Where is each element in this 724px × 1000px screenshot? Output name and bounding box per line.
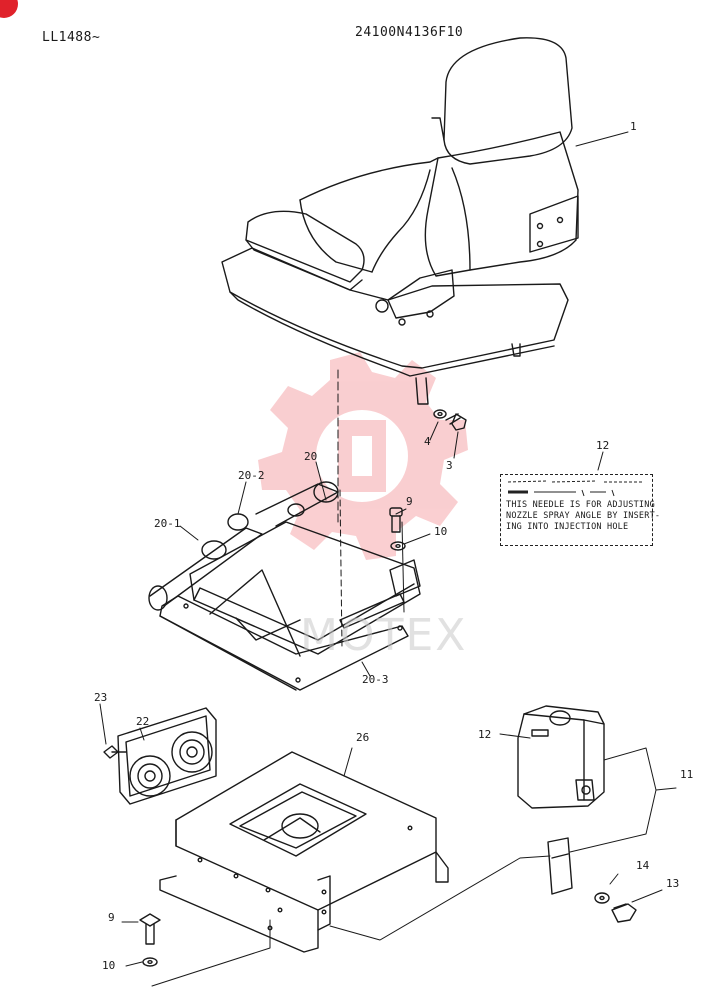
callout-22: 22 [136, 715, 150, 728]
bolt-13 [611, 903, 637, 923]
seat-suspension [148, 481, 421, 691]
callout-20-1: 20-1 [154, 517, 181, 530]
washer-14 [594, 892, 610, 904]
washer-tank [517, 705, 605, 809]
callout-9-upper: 9 [406, 495, 413, 508]
callout-14: 14 [636, 859, 650, 872]
callout-26: 26 [356, 731, 370, 744]
operator-seat [221, 37, 579, 523]
callout-11: 11 [680, 768, 694, 781]
callout-13: 13 [666, 877, 680, 890]
washer-10-upper [390, 541, 406, 551]
callout-4: 4 [424, 435, 431, 448]
bolt-9-upper [389, 507, 403, 533]
bolt-3 [445, 413, 467, 431]
tank-bracket [547, 837, 573, 895]
callout-1: 1 [630, 120, 637, 133]
callout-12-tank: 12 [478, 728, 492, 741]
decal-line-1: THIS NEEDLE IS FOR ADJUSTING [506, 500, 655, 510]
part-group-code: 24100N4136F10 [355, 25, 464, 40]
callout-12-decal: 12 [596, 439, 610, 452]
callout-20-2: 20-2 [238, 469, 265, 482]
serial-range-label: LL1488~ [42, 30, 101, 45]
washer-4 [433, 409, 447, 419]
washer-10-lower [142, 957, 158, 967]
seat-stand [159, 751, 449, 953]
callout-10-lower: 10 [102, 959, 116, 972]
bolt-9-lower [139, 913, 161, 945]
callout-20: 20 [304, 450, 318, 463]
callout-3: 3 [446, 459, 453, 472]
decal-line-3: ING INTO INJECTION HOLE [506, 522, 629, 532]
screw-23 [103, 745, 127, 759]
watermark-text: MOTEX [300, 610, 468, 661]
callout-9-lower: 9 [108, 911, 115, 924]
callout-10-upper: 10 [434, 525, 448, 538]
speaker-assembly [117, 707, 217, 805]
callout-20-3: 20-3 [362, 673, 389, 686]
callout-23: 23 [94, 691, 108, 704]
decal-line-2: NOZZLE SPRAY ANGLE BY INSERT- [506, 511, 661, 521]
decal-illegible-header [506, 478, 647, 500]
corner-tab-mark [0, 0, 18, 18]
needle-instruction-decal: THIS NEEDLE IS FOR ADJUSTING NOZZLE SPRA… [500, 474, 661, 546]
watermark-gear-logo [258, 352, 468, 560]
